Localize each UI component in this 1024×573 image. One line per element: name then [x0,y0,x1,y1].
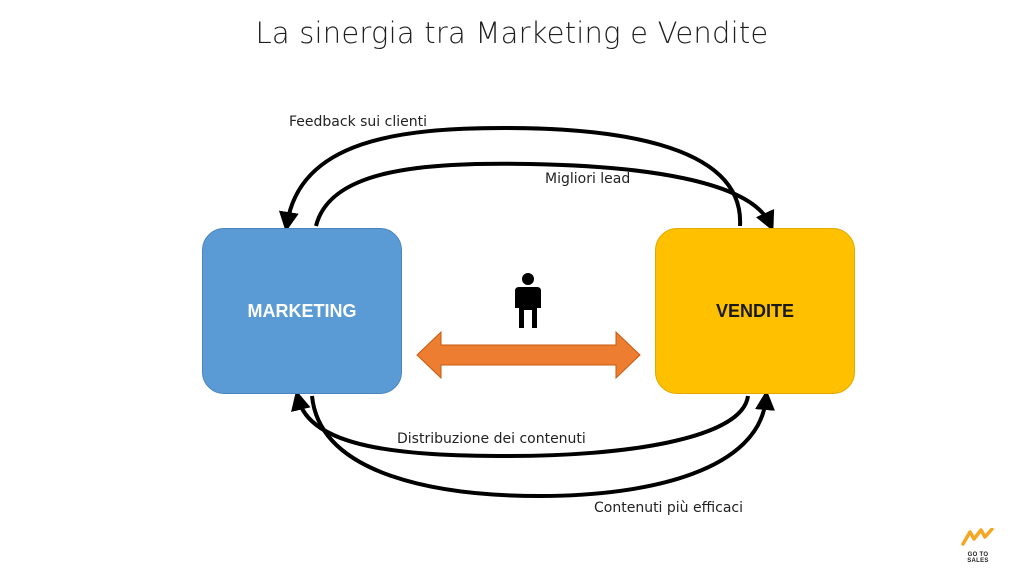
center-double-arrow [416,330,641,380]
vendite-label: VENDITE [715,300,794,321]
lead-label: Migliori lead [545,171,631,187]
logo-icon [961,527,994,546]
person-icon [515,273,541,328]
diagram-title: La sinergia tra Marketing e Vendite [255,16,769,50]
lead-arrow [314,161,775,232]
contenuti-label: Contenuti più efficaci [594,500,744,516]
distribuzione-arrow [291,390,750,459]
contenuti-arrow [310,390,775,499]
distribuzione-label: Distribuzione dei contenuti [397,431,586,447]
go-to-sales-logo: GO TO SALES [956,527,1000,564]
marketing-box: MARKETING [202,228,402,394]
vendite-box: VENDITE [655,228,855,394]
marketing-label: MARKETING [247,300,357,321]
feedback-label: Feedback sui clienti [289,114,427,130]
logo-text: GO TO SALES [967,552,989,564]
feedback-arrow [278,125,743,232]
